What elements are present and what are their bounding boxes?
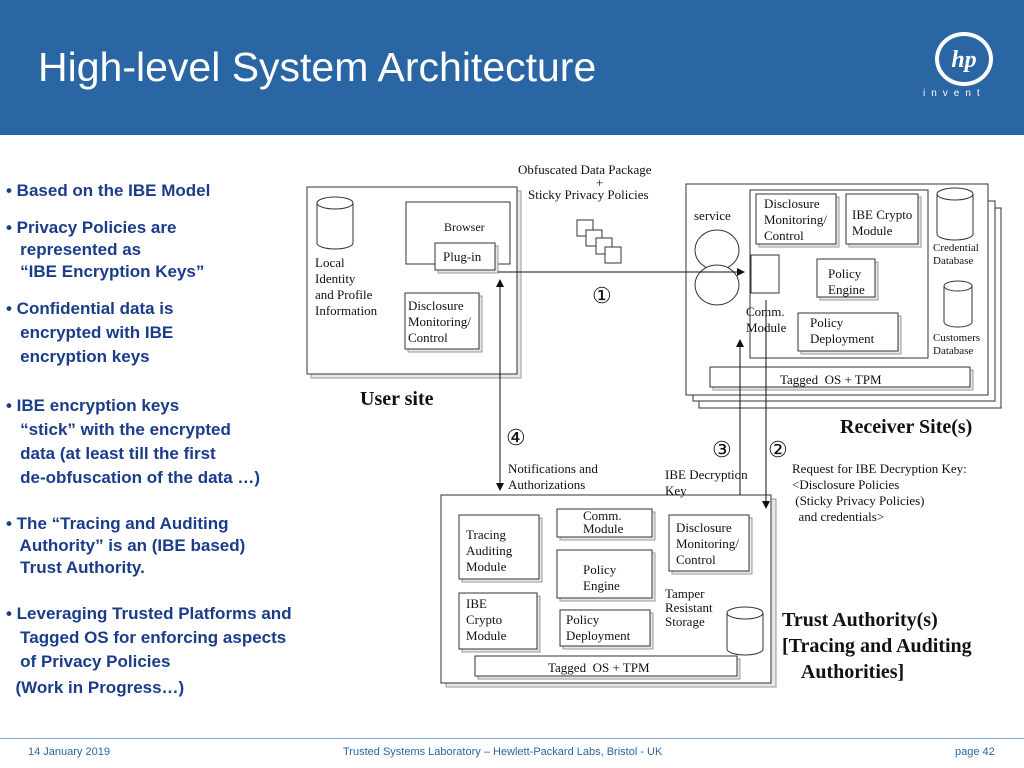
ta-comm-label: Comm. Module bbox=[583, 508, 624, 536]
bullet-line: • Based on the IBE Model bbox=[6, 181, 211, 200]
rc-ibe-box bbox=[845, 193, 919, 245]
hp-logo-icon: hp bbox=[935, 32, 993, 86]
rc-policy-engine-label: Policy Engine bbox=[828, 266, 865, 297]
rc-disclosure-label: Disclosure Monitoring/ Control bbox=[764, 196, 827, 243]
service-label: service bbox=[694, 208, 731, 223]
ta-tracing-label: Tracing Auditing Module bbox=[466, 527, 513, 574]
package-square-4 bbox=[604, 246, 622, 264]
footer-center: Trusted Systems Laboratory – Hewlett-Pac… bbox=[343, 746, 663, 758]
rc-policy-engine-box bbox=[816, 258, 876, 298]
package-plus: + bbox=[596, 175, 604, 190]
service-circle-bottom bbox=[694, 264, 740, 306]
customers-db-icon bbox=[943, 286, 973, 328]
notifications-label: Notifications and Authorizations bbox=[508, 461, 598, 492]
step-2-marker: ② bbox=[768, 438, 788, 463]
step-3-marker: ③ bbox=[712, 438, 732, 463]
customers-db-label: Customers Database bbox=[933, 332, 981, 357]
bullet-line: • The “Tracing and Auditing bbox=[6, 514, 229, 533]
ta-os-box bbox=[474, 655, 738, 677]
database-icons bbox=[316, 187, 974, 656]
bullet-line: Tagged OS for enforcing aspects bbox=[6, 628, 287, 647]
tamper-db-icon bbox=[726, 613, 764, 656]
rc-comm-box bbox=[750, 254, 780, 294]
ta-os-label: Tagged OS + TPM bbox=[548, 660, 650, 675]
local-db-icon bbox=[316, 203, 354, 250]
bullet-line: data (at least till the first bbox=[6, 444, 216, 463]
rc-comm-label: Comm. Module bbox=[746, 304, 787, 335]
request-label: Request for IBE Decryption Key: <Disclos… bbox=[792, 461, 967, 524]
bullet-line: • Privacy Policies are bbox=[6, 218, 177, 237]
ta-disclosure-box bbox=[668, 514, 750, 572]
user-site-title: User site bbox=[360, 388, 434, 410]
rc-os-box bbox=[709, 366, 971, 388]
ibe-decryption-label: IBE Decryption Key bbox=[665, 467, 748, 498]
local-identity-label: Local Identity and Profile Information bbox=[315, 255, 378, 318]
rc-ibe-label: IBE Crypto Module bbox=[852, 207, 913, 238]
footer-date: 14 January 2019 bbox=[28, 746, 110, 758]
service-circle-top bbox=[694, 229, 740, 271]
package-label-1: Obfuscated Data Package bbox=[518, 162, 652, 177]
bullet-line: • Leveraging Trusted Platforms and bbox=[6, 604, 292, 623]
ta-ibe-box bbox=[458, 592, 538, 650]
bullet-line: • IBE encryption keys bbox=[6, 396, 180, 415]
ta-policy-deploy-box bbox=[559, 609, 651, 647]
bullet-line: represented as bbox=[6, 240, 142, 259]
step-4-marker: ④ bbox=[506, 426, 526, 451]
user-disclosure-box bbox=[404, 292, 480, 350]
ta-policy-engine-box bbox=[556, 549, 653, 599]
rc-disclosure-box bbox=[755, 193, 837, 245]
slide-title: High-level System Architecture bbox=[38, 44, 597, 90]
ta-disclosure-label: Disclosure Monitoring/ Control bbox=[676, 520, 739, 567]
credential-db-label: Credential Database bbox=[933, 242, 979, 267]
rc-policy-deploy-label: Policy Deployment bbox=[810, 315, 875, 346]
footer-page: page 42 bbox=[955, 746, 995, 758]
rc-policy-deploy-box bbox=[797, 312, 899, 352]
ta-comm-box bbox=[556, 508, 653, 538]
bullet-line: “IBE Encryption Keys” bbox=[6, 262, 205, 281]
plugin-box bbox=[434, 242, 496, 271]
title-bar bbox=[0, 0, 1024, 135]
ta-tamper-label: Tamper Resistant Storage bbox=[665, 586, 713, 629]
receiver-site-title: Receiver Site(s) bbox=[840, 416, 973, 438]
bullet-line: encryption keys bbox=[6, 347, 150, 366]
bullet-line: Authority” is an (IBE based) bbox=[6, 536, 246, 555]
ta-tracing-box bbox=[458, 514, 540, 580]
user-disclosure-label: Disclosure Monitoring/ Control bbox=[408, 298, 471, 345]
ta-policy-deploy-label: Policy Deployment bbox=[566, 612, 631, 643]
ta-policy-engine-label: Policy Engine bbox=[583, 562, 620, 593]
trust-authority-title: Trust Authority(s) [Tracing and Auditing… bbox=[782, 609, 972, 683]
bullet-line: (Work in Progress…) bbox=[6, 678, 185, 697]
footer-divider bbox=[0, 738, 1024, 739]
bullet-line: encrypted with IBE bbox=[6, 323, 174, 342]
logo-tagline: invent bbox=[923, 88, 986, 99]
bullet-line: Trust Authority. bbox=[6, 558, 145, 577]
browser-label: Browser bbox=[444, 220, 485, 234]
ta-ibe-label: IBE Crypto Module bbox=[466, 596, 507, 643]
step-1-marker: ① bbox=[592, 284, 612, 309]
bullet-line: de-obfuscation of the data …) bbox=[6, 468, 261, 487]
rc-os-label: Tagged OS + TPM bbox=[780, 372, 882, 387]
bullet-line: • Confidential data is bbox=[6, 299, 174, 318]
plugin-label: Plug-in bbox=[443, 249, 482, 264]
logo-mark: hp bbox=[951, 47, 976, 73]
bullet-line: of Privacy Policies bbox=[6, 652, 171, 671]
bullet-line: “stick” with the encrypted bbox=[6, 420, 231, 439]
package-label-2: Sticky Privacy Policies bbox=[528, 187, 649, 202]
credential-db-icon bbox=[936, 194, 974, 241]
